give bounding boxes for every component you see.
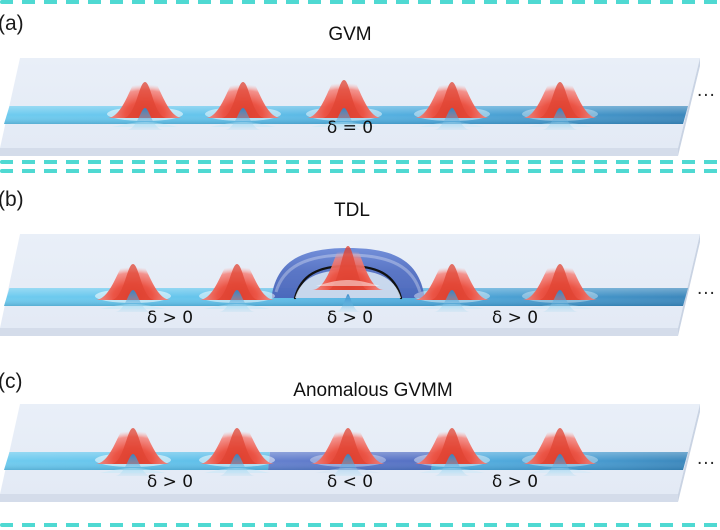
pulse-peak	[414, 417, 490, 476]
delta-label-b-1: δ > 0	[326, 308, 374, 328]
delta-label-b-2: δ > 0	[491, 308, 539, 328]
pulse-peak	[522, 417, 598, 476]
pulse-peak	[310, 417, 386, 476]
pulse-peak	[205, 70, 281, 130]
delta-label-a-0: δ = 0	[326, 118, 374, 138]
slab-geometry-c	[0, 404, 700, 502]
delta-label-c-2: δ > 0	[491, 472, 539, 492]
panel-title-a: GVM	[328, 24, 372, 45]
pulse-peak	[414, 253, 490, 312]
pulse-peak	[522, 70, 598, 130]
pulse-peak	[95, 417, 171, 476]
slab-front-edge-c	[0, 494, 678, 502]
panel-tail-dots-a: ...	[697, 80, 716, 101]
pulse-peaks-c	[95, 417, 598, 476]
separator-mid-lower	[0, 169, 720, 173]
pulse-peak	[522, 253, 598, 312]
waveguide-slab-b	[0, 228, 700, 346]
panel-tail-dots-b: ...	[697, 278, 716, 299]
panel-title-b: TDL	[334, 200, 370, 221]
pulse-peak	[306, 68, 382, 130]
separator-bottom	[0, 523, 720, 527]
slab-front-edge-a	[0, 148, 678, 156]
pulse-peaks-a	[107, 68, 598, 130]
separator-mid-upper	[0, 160, 720, 164]
pulse-peak	[414, 70, 490, 130]
pulse-peak	[199, 417, 275, 476]
pulse-peak	[95, 253, 171, 312]
slab-right-edge-c	[678, 404, 700, 502]
delta-label-c-0: δ > 0	[146, 472, 194, 492]
slab-front-edge-b	[0, 328, 678, 336]
slab-geometry-b	[0, 234, 700, 336]
pulse-peak	[199, 253, 275, 312]
panel-letter-b: (b)	[0, 188, 24, 211]
panel-letter-a: (a)	[0, 12, 24, 35]
panel-tail-dots-c: ...	[697, 448, 716, 469]
slab-right-edge-a	[678, 58, 700, 156]
separator-top	[0, 0, 720, 4]
pulse-peak-tall	[312, 234, 384, 312]
slab-right-edge-b	[678, 234, 700, 336]
panel-title-c: Anomalous GVMM	[293, 380, 453, 401]
pulse-peak	[107, 70, 183, 130]
panel-letter-c: (c)	[0, 370, 23, 393]
waveguide-slab-a	[0, 52, 700, 158]
delta-label-b-0: δ > 0	[146, 308, 194, 328]
waveguide-slab-c	[0, 398, 700, 510]
pulse-peaks-b	[95, 234, 598, 312]
slab-geometry-a	[0, 58, 700, 156]
delta-label-c-1: δ < 0	[326, 472, 374, 492]
